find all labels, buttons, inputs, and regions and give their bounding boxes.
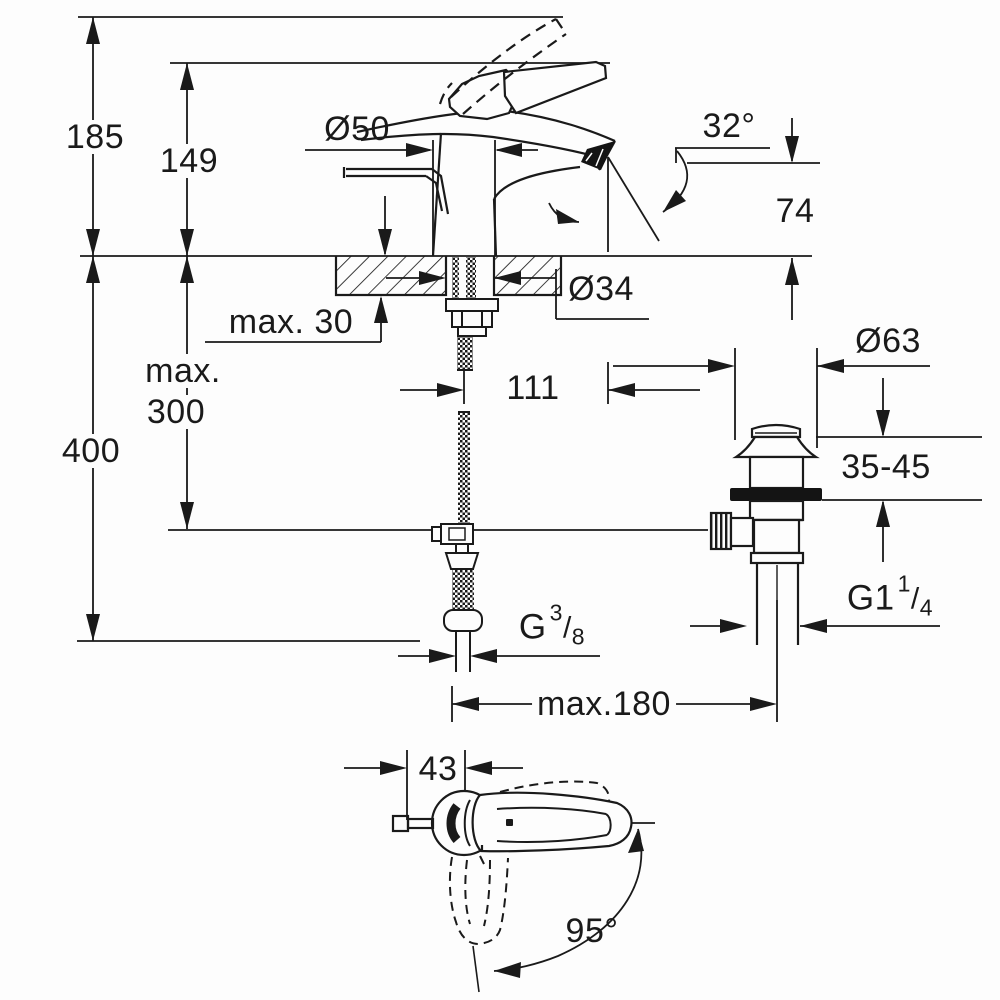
supply-thread-denominator: 8 (571, 623, 586, 650)
supply-thread-base: G (518, 607, 547, 647)
dim-hole-diameter: Ø34 (568, 270, 634, 308)
waste-thread-base: G1 (846, 578, 895, 618)
dim-spout-height: 74 (775, 192, 815, 230)
dim-supply-thread: G 3 / 8 (518, 601, 586, 650)
dim-waste-diameter: Ø63 (855, 322, 921, 360)
dim-rod-depth-value: 300 (141, 395, 211, 429)
dim-rod-depth-max: max. (140, 354, 226, 388)
supply-thread-slash: / (562, 611, 572, 645)
dim-lever-height: 149 (154, 144, 224, 178)
waste-thread-denominator: 4 (919, 594, 934, 621)
dim-waste-offset: max.180 (532, 687, 676, 721)
faucet-top-view (391, 780, 633, 993)
dim-supply-length: 400 (56, 434, 126, 468)
dim-waste-thread: G1 1 / 4 (846, 572, 934, 621)
dim-spout-angle: 32° (702, 107, 756, 145)
waste-thread-numerator: 1 (897, 570, 911, 597)
countertop-section (334, 256, 563, 297)
dim-total-height: 185 (60, 120, 130, 154)
dim-spout-reach: 111 (506, 369, 560, 407)
faucet-side-view (342, 18, 616, 257)
mounting-hardware (431, 257, 499, 672)
pop-up-waste (709, 423, 822, 645)
supply-thread-numerator: 3 (549, 599, 563, 626)
waste-thread-slash: / (910, 582, 920, 616)
dim-handle-swing: 95° (565, 912, 619, 950)
dim-handle-projection: 43 (413, 752, 463, 786)
dim-deck-thickness: max. 30 (228, 303, 354, 341)
dim-basin-thickness: 35-45 (841, 448, 931, 486)
dim-base-diameter: Ø50 (324, 110, 390, 148)
